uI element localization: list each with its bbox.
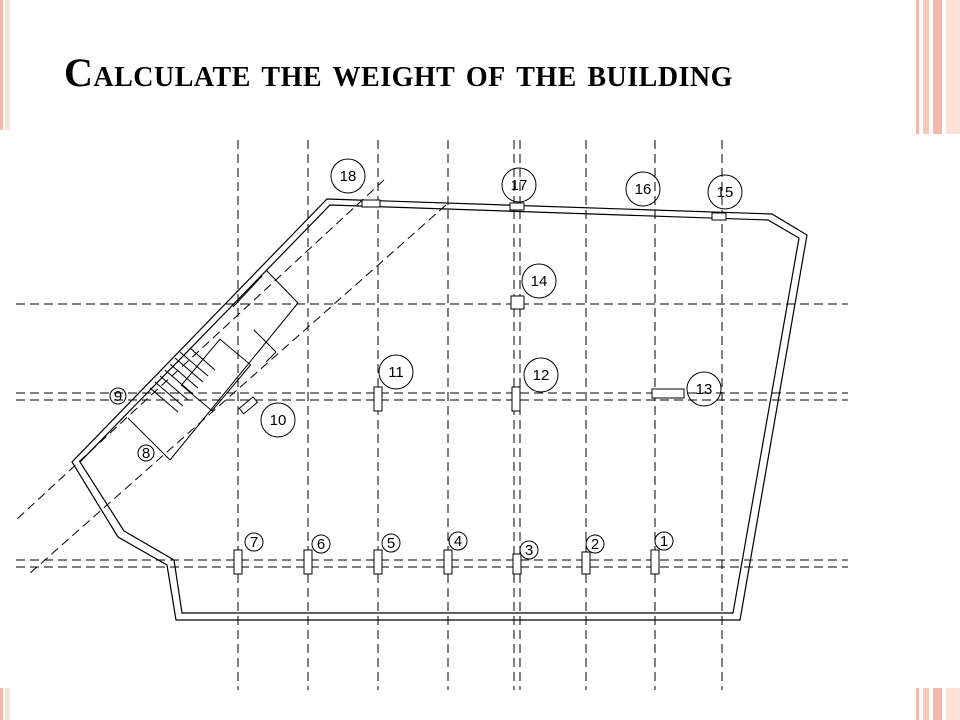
column-label-16 bbox=[625, 171, 661, 207]
column-label-1 bbox=[654, 531, 674, 551]
column-label-14 bbox=[521, 263, 557, 299]
column-label-15-text: 15 bbox=[717, 184, 734, 201]
column-label-5 bbox=[381, 533, 401, 553]
column-label-18-text: 18 bbox=[340, 168, 357, 185]
grid-lines bbox=[15, 140, 848, 690]
column-label-7 bbox=[244, 532, 264, 552]
column-label-2 bbox=[585, 534, 605, 554]
column-label-3-text: 3 bbox=[525, 542, 533, 559]
column-label-4-text: 4 bbox=[454, 533, 462, 550]
left-frame-stripes bbox=[0, 0, 10, 720]
column-label-13 bbox=[686, 371, 722, 407]
column-label-14-text: 14 bbox=[531, 273, 548, 290]
column-label-12-text: 12 bbox=[533, 367, 550, 384]
stair-core bbox=[127, 269, 299, 461]
column-label-6-text: 6 bbox=[317, 536, 325, 553]
column-label-13-text: 13 bbox=[696, 381, 713, 398]
column-label-10 bbox=[260, 402, 296, 438]
column-label-4 bbox=[448, 531, 468, 551]
column-label-9 bbox=[109, 387, 127, 405]
columns bbox=[233, 199, 727, 575]
column-label-2-text: 2 bbox=[591, 536, 599, 553]
column-label-10-text: 10 bbox=[270, 412, 287, 429]
column-label-9-text: 9 bbox=[114, 388, 122, 405]
column-label-11 bbox=[378, 354, 414, 390]
column-label-8-text: 8 bbox=[142, 445, 150, 462]
column-label-5-text: 5 bbox=[387, 535, 395, 552]
building-outline bbox=[71, 198, 808, 621]
column-label-6 bbox=[311, 534, 331, 554]
column-label-15 bbox=[707, 174, 743, 210]
column-label-17-text: 17 bbox=[511, 177, 528, 194]
column-labels bbox=[109, 158, 743, 560]
slide-title: Calculate the weight of the building bbox=[64, 50, 733, 95]
column-label-3 bbox=[519, 540, 539, 560]
column-label-17 bbox=[501, 167, 537, 203]
right-frame-stripes bbox=[916, 0, 960, 720]
column-label-7-text: 7 bbox=[250, 534, 258, 551]
column-label-12 bbox=[523, 357, 559, 393]
column-label-18 bbox=[330, 158, 366, 194]
column-label-16-text: 16 bbox=[635, 181, 652, 198]
column-label-8 bbox=[137, 444, 155, 462]
column-label-1-text: 1 bbox=[660, 533, 668, 550]
column-label-11-text: 11 bbox=[388, 364, 404, 381]
